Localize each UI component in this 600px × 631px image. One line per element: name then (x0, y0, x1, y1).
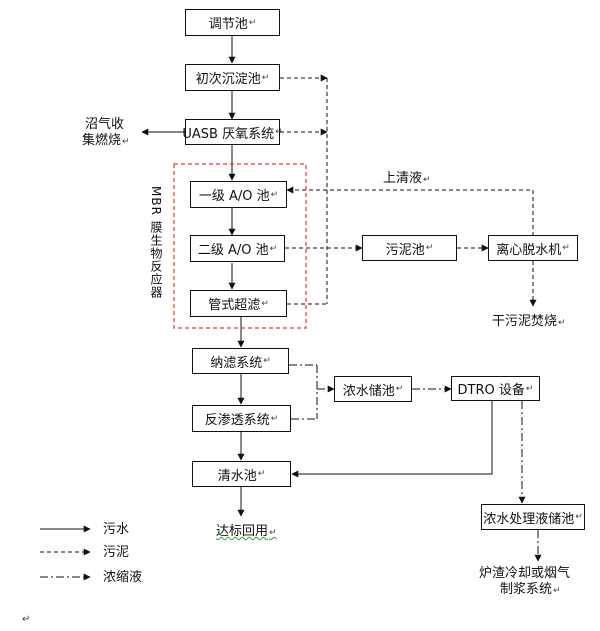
ao2-label: 二级 A/O 池 (197, 243, 269, 258)
arrow-dtro-to-qingshui (291, 399, 493, 478)
nalv-label: 纳滤系统 (210, 355, 263, 371)
qingshui-label: 清水池 (217, 468, 257, 484)
chuci-label: 初次沉淀池 (195, 72, 261, 87)
tiaojie-box: 调节池 (185, 9, 280, 36)
mbr-frame (173, 163, 307, 329)
lixin-label: 离心脱水机 (496, 242, 562, 258)
qingshui-box: 清水池 (192, 461, 291, 487)
wuni-box: 污泥池 (362, 235, 457, 261)
slag-label-line1: 炉渣冷却或烟气 (479, 566, 571, 581)
wuni-label: 污泥池 (385, 242, 425, 258)
ao2-box: 二级 A/O 池 (190, 235, 285, 262)
supernatant-label: 上清液 (383, 171, 431, 188)
uf-box: 管式超滤 (190, 290, 287, 317)
dtro-label: DTRO 设备 (457, 383, 525, 398)
uasb-box: UASB 厌氧系统 (182, 119, 280, 145)
nongshui-box: 浓水储池 (334, 376, 412, 402)
dash-supernatant-return (286, 186, 534, 236)
uasb-label: UASB 厌氧系统 (182, 126, 275, 142)
legend-concentrate-label: 浓缩液 (103, 570, 143, 585)
mbr-label: MBR 膜生物反应器 (149, 186, 163, 299)
dry-sludge-label: 干污泥焚烧 (492, 314, 566, 331)
ro-box: 反渗透系统 (192, 405, 291, 432)
nongshui-chuli-label: 浓水处理液储池 (483, 511, 575, 527)
lixin-box: 离心脱水机 (488, 235, 578, 261)
ro-label: 反渗透系统 (204, 413, 270, 428)
legend-sludge-label: 污泥 (103, 545, 130, 560)
biogas-label-line1: 沼气收 (85, 117, 125, 132)
ao1-box: 一级 A/O 池 (190, 181, 287, 208)
reuse-label: 达标回用 (216, 524, 277, 541)
trailing-paragraph-mark: ↵ (22, 614, 31, 625)
ao1-label: 一级 A/O 池 (198, 189, 270, 204)
dtro-box: DTRO 设备 (451, 376, 540, 401)
biogas-label-line2: 集燃烧 (82, 133, 130, 150)
chuci-box: 初次沉淀池 (185, 64, 280, 91)
nongshui-label: 浓水储池 (342, 383, 395, 399)
legend-sewage-label: 污水 (103, 522, 130, 537)
slag-label-line2: 制浆系统 (500, 582, 561, 599)
tiaojie-label: 调节池 (208, 17, 248, 32)
nalv-box: 纳滤系统 (192, 348, 289, 374)
uf-label: 管式超滤 (208, 298, 261, 313)
nongshui-chuli-box: 浓水处理液储池 (481, 504, 585, 530)
